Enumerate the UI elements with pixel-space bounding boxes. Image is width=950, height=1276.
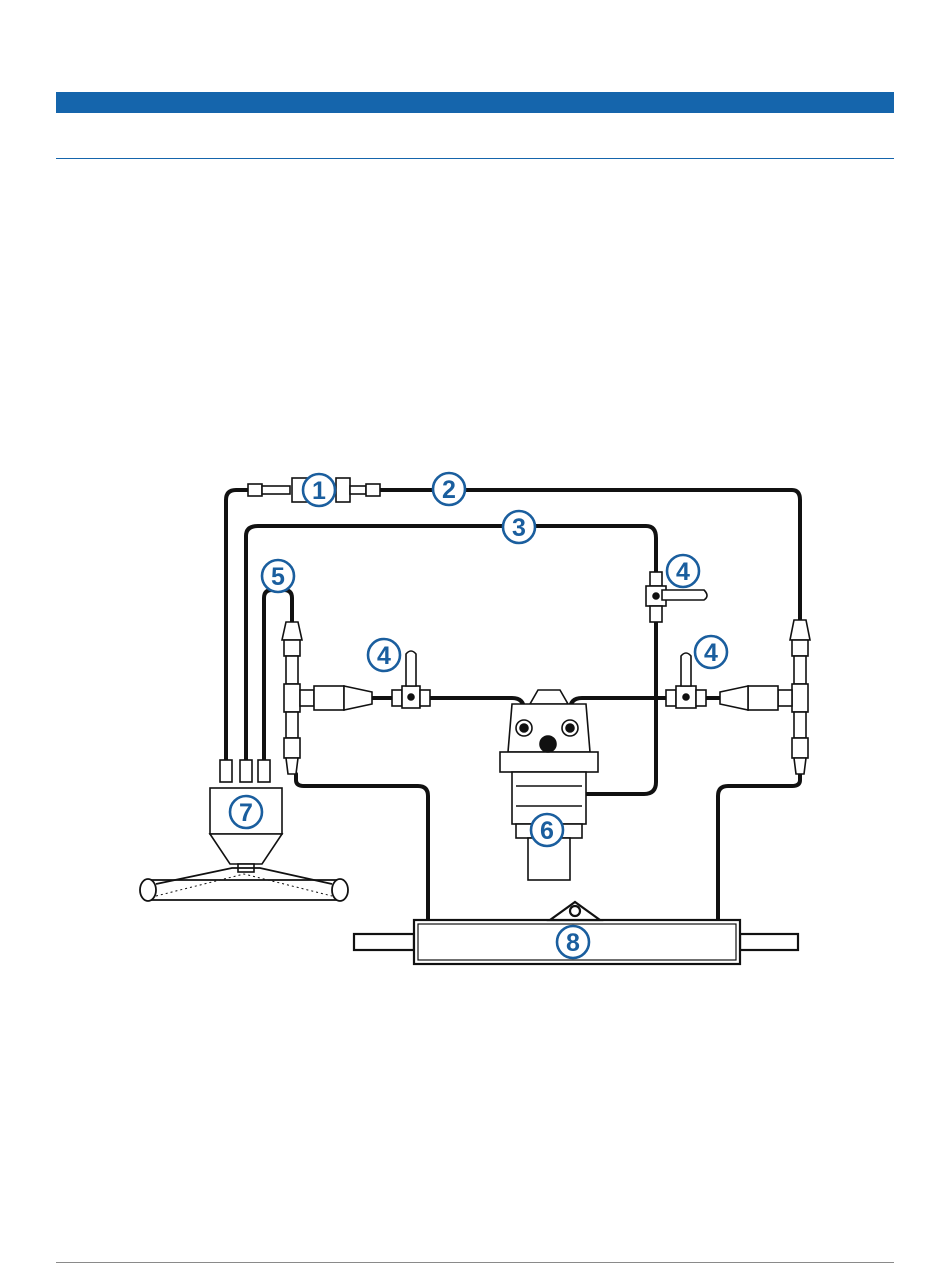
callout-8: 8 — [557, 926, 589, 958]
callout-3: 3 — [503, 511, 535, 543]
callout-7: 7 — [230, 796, 262, 828]
return-hose-right — [718, 774, 800, 920]
callout-5: 5 — [262, 560, 294, 592]
callout-2: 2 — [433, 473, 465, 505]
tee-fitting-right — [720, 620, 810, 774]
callout-4-right: 4 — [695, 636, 727, 668]
callout-4-right-label: 4 — [704, 639, 718, 667]
callout-5-label: 5 — [271, 563, 285, 591]
callout-4-top-label: 4 — [676, 558, 690, 586]
callout-6: 6 — [531, 814, 563, 846]
tee-fitting-left — [282, 622, 372, 774]
callout-3-label: 3 — [512, 514, 526, 542]
callout-8-label: 8 — [566, 929, 580, 957]
callout-1-label: 1 — [312, 477, 326, 505]
footer-rule — [56, 1262, 894, 1263]
steering-pump — [500, 690, 598, 880]
callout-2-label: 2 — [442, 476, 456, 504]
callout-4-left-label: 4 — [377, 642, 391, 670]
callout-4-top: 4 — [667, 555, 699, 587]
callout-1: 1 — [303, 474, 335, 506]
steering-wheel — [140, 868, 348, 901]
callout-4-left: 4 — [368, 639, 400, 671]
supply-hose-left — [430, 698, 524, 720]
callout-6-label: 6 — [540, 817, 554, 845]
callout-7-label: 7 — [239, 799, 253, 827]
